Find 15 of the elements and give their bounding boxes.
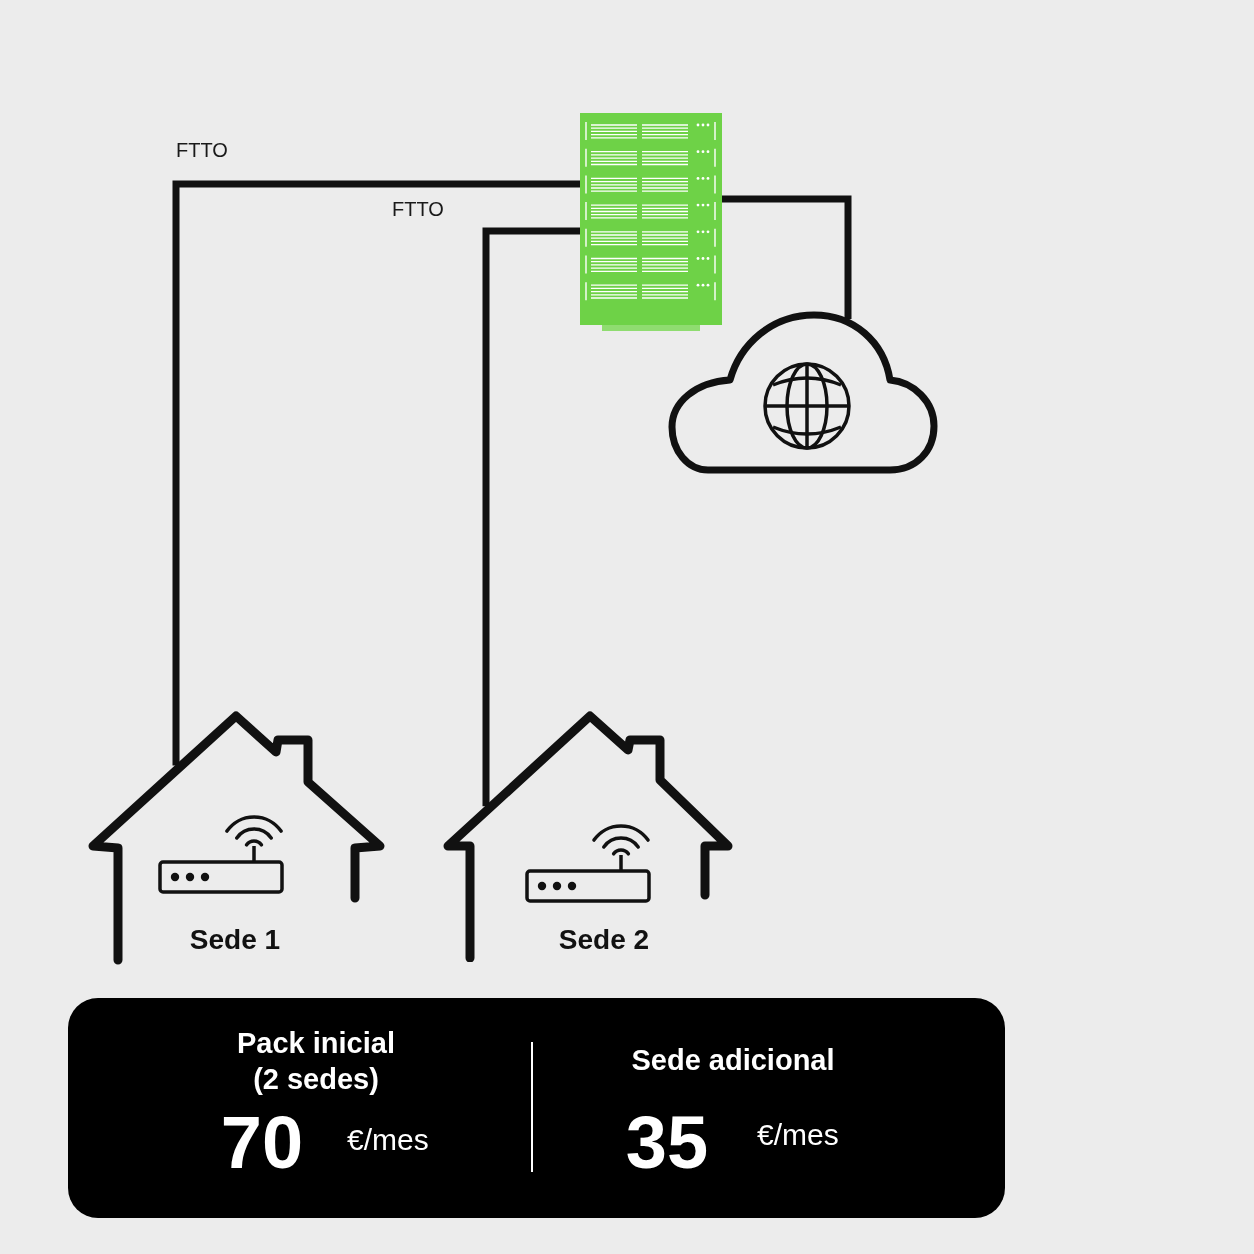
connector-line	[482, 227, 580, 807]
plan-title: Pack inicial (2 sedes)	[236, 1026, 396, 1097]
price-amount: 35	[625, 1106, 709, 1180]
price-unit: €/mes	[347, 1125, 429, 1155]
connector-line	[172, 180, 580, 766]
server-rack-illustration	[580, 113, 722, 331]
connector-line	[722, 195, 852, 319]
price-amount: 70	[220, 1106, 304, 1180]
price-unit: €/mes	[757, 1120, 839, 1150]
price-panel	[68, 998, 1005, 1218]
site-label: Sede 1	[189, 926, 281, 954]
cloud-shape	[668, 310, 938, 476]
site-label: Sede 2	[558, 926, 650, 954]
house-outline	[86, 710, 386, 966]
plan-title: Sede adicional	[631, 1043, 835, 1078]
